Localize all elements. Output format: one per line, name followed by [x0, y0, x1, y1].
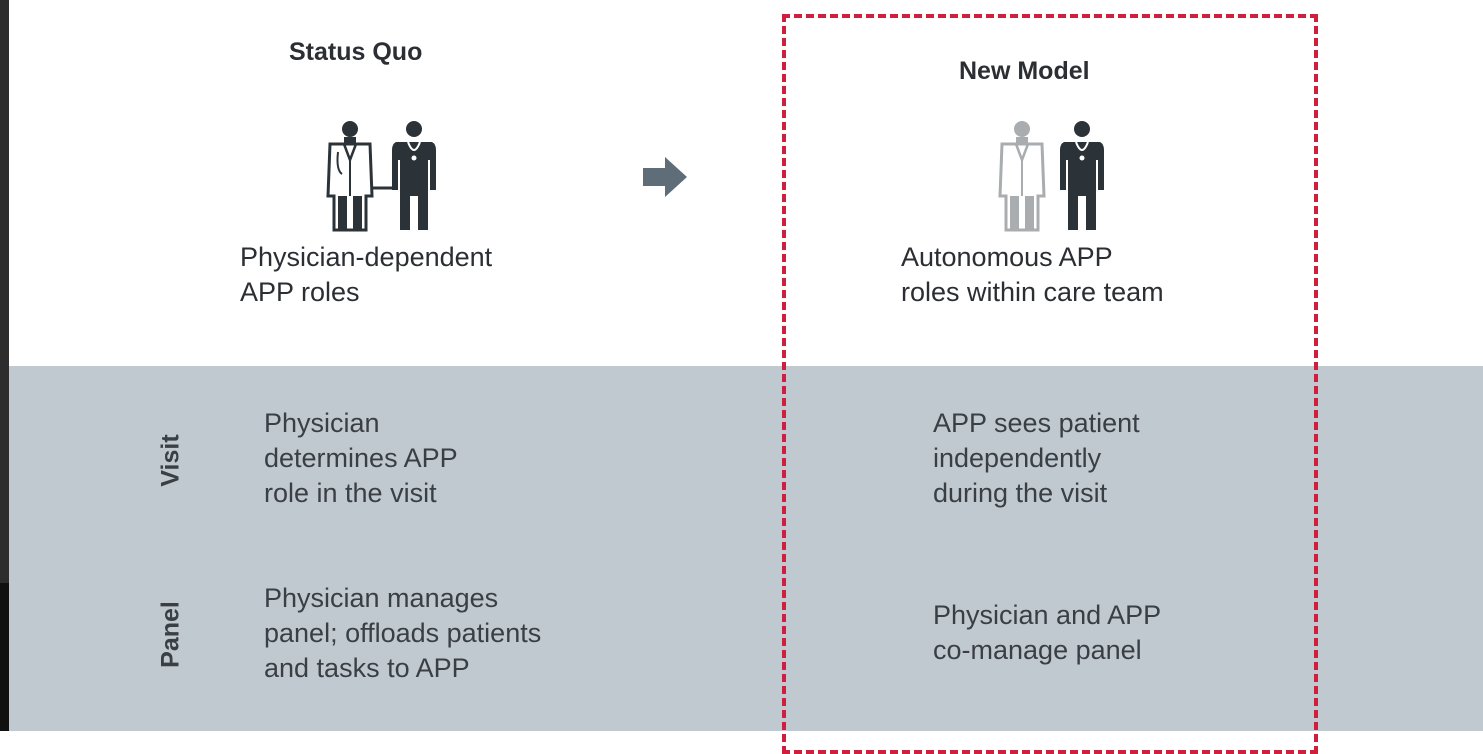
left-edge-notch — [0, 583, 9, 731]
row-label-panel: Panel — [156, 601, 185, 668]
new-model-caption: Autonomous APP roles within care team — [901, 242, 1164, 307]
new-model-figures — [998, 121, 1104, 232]
visit-status-quo-text: Physician determines APP role in the vis… — [264, 408, 458, 508]
status-quo-figures — [326, 121, 436, 232]
row-label-visit: Visit — [156, 434, 185, 487]
status-quo-heading: Status Quo — [289, 38, 423, 66]
physician-icon — [326, 121, 374, 232]
panel-status-quo-text: Physician manages panel; offloads patien… — [264, 583, 542, 683]
visit-new-model-text: APP sees patient independently during th… — [933, 408, 1140, 508]
model-header-area — [9, 0, 1483, 366]
left-edge-bar — [0, 0, 9, 731]
panel-new-model-text: Physician and APP co-manage panel — [933, 600, 1162, 665]
physician-icon — [998, 121, 1046, 232]
comparison-band — [9, 366, 1483, 731]
right-arrow-icon — [643, 157, 687, 197]
status-quo-caption: Physician-dependent APP roles — [240, 242, 493, 307]
app-icon — [392, 121, 436, 230]
app-icon — [1060, 121, 1104, 230]
new-model-heading: New Model — [959, 57, 1090, 85]
